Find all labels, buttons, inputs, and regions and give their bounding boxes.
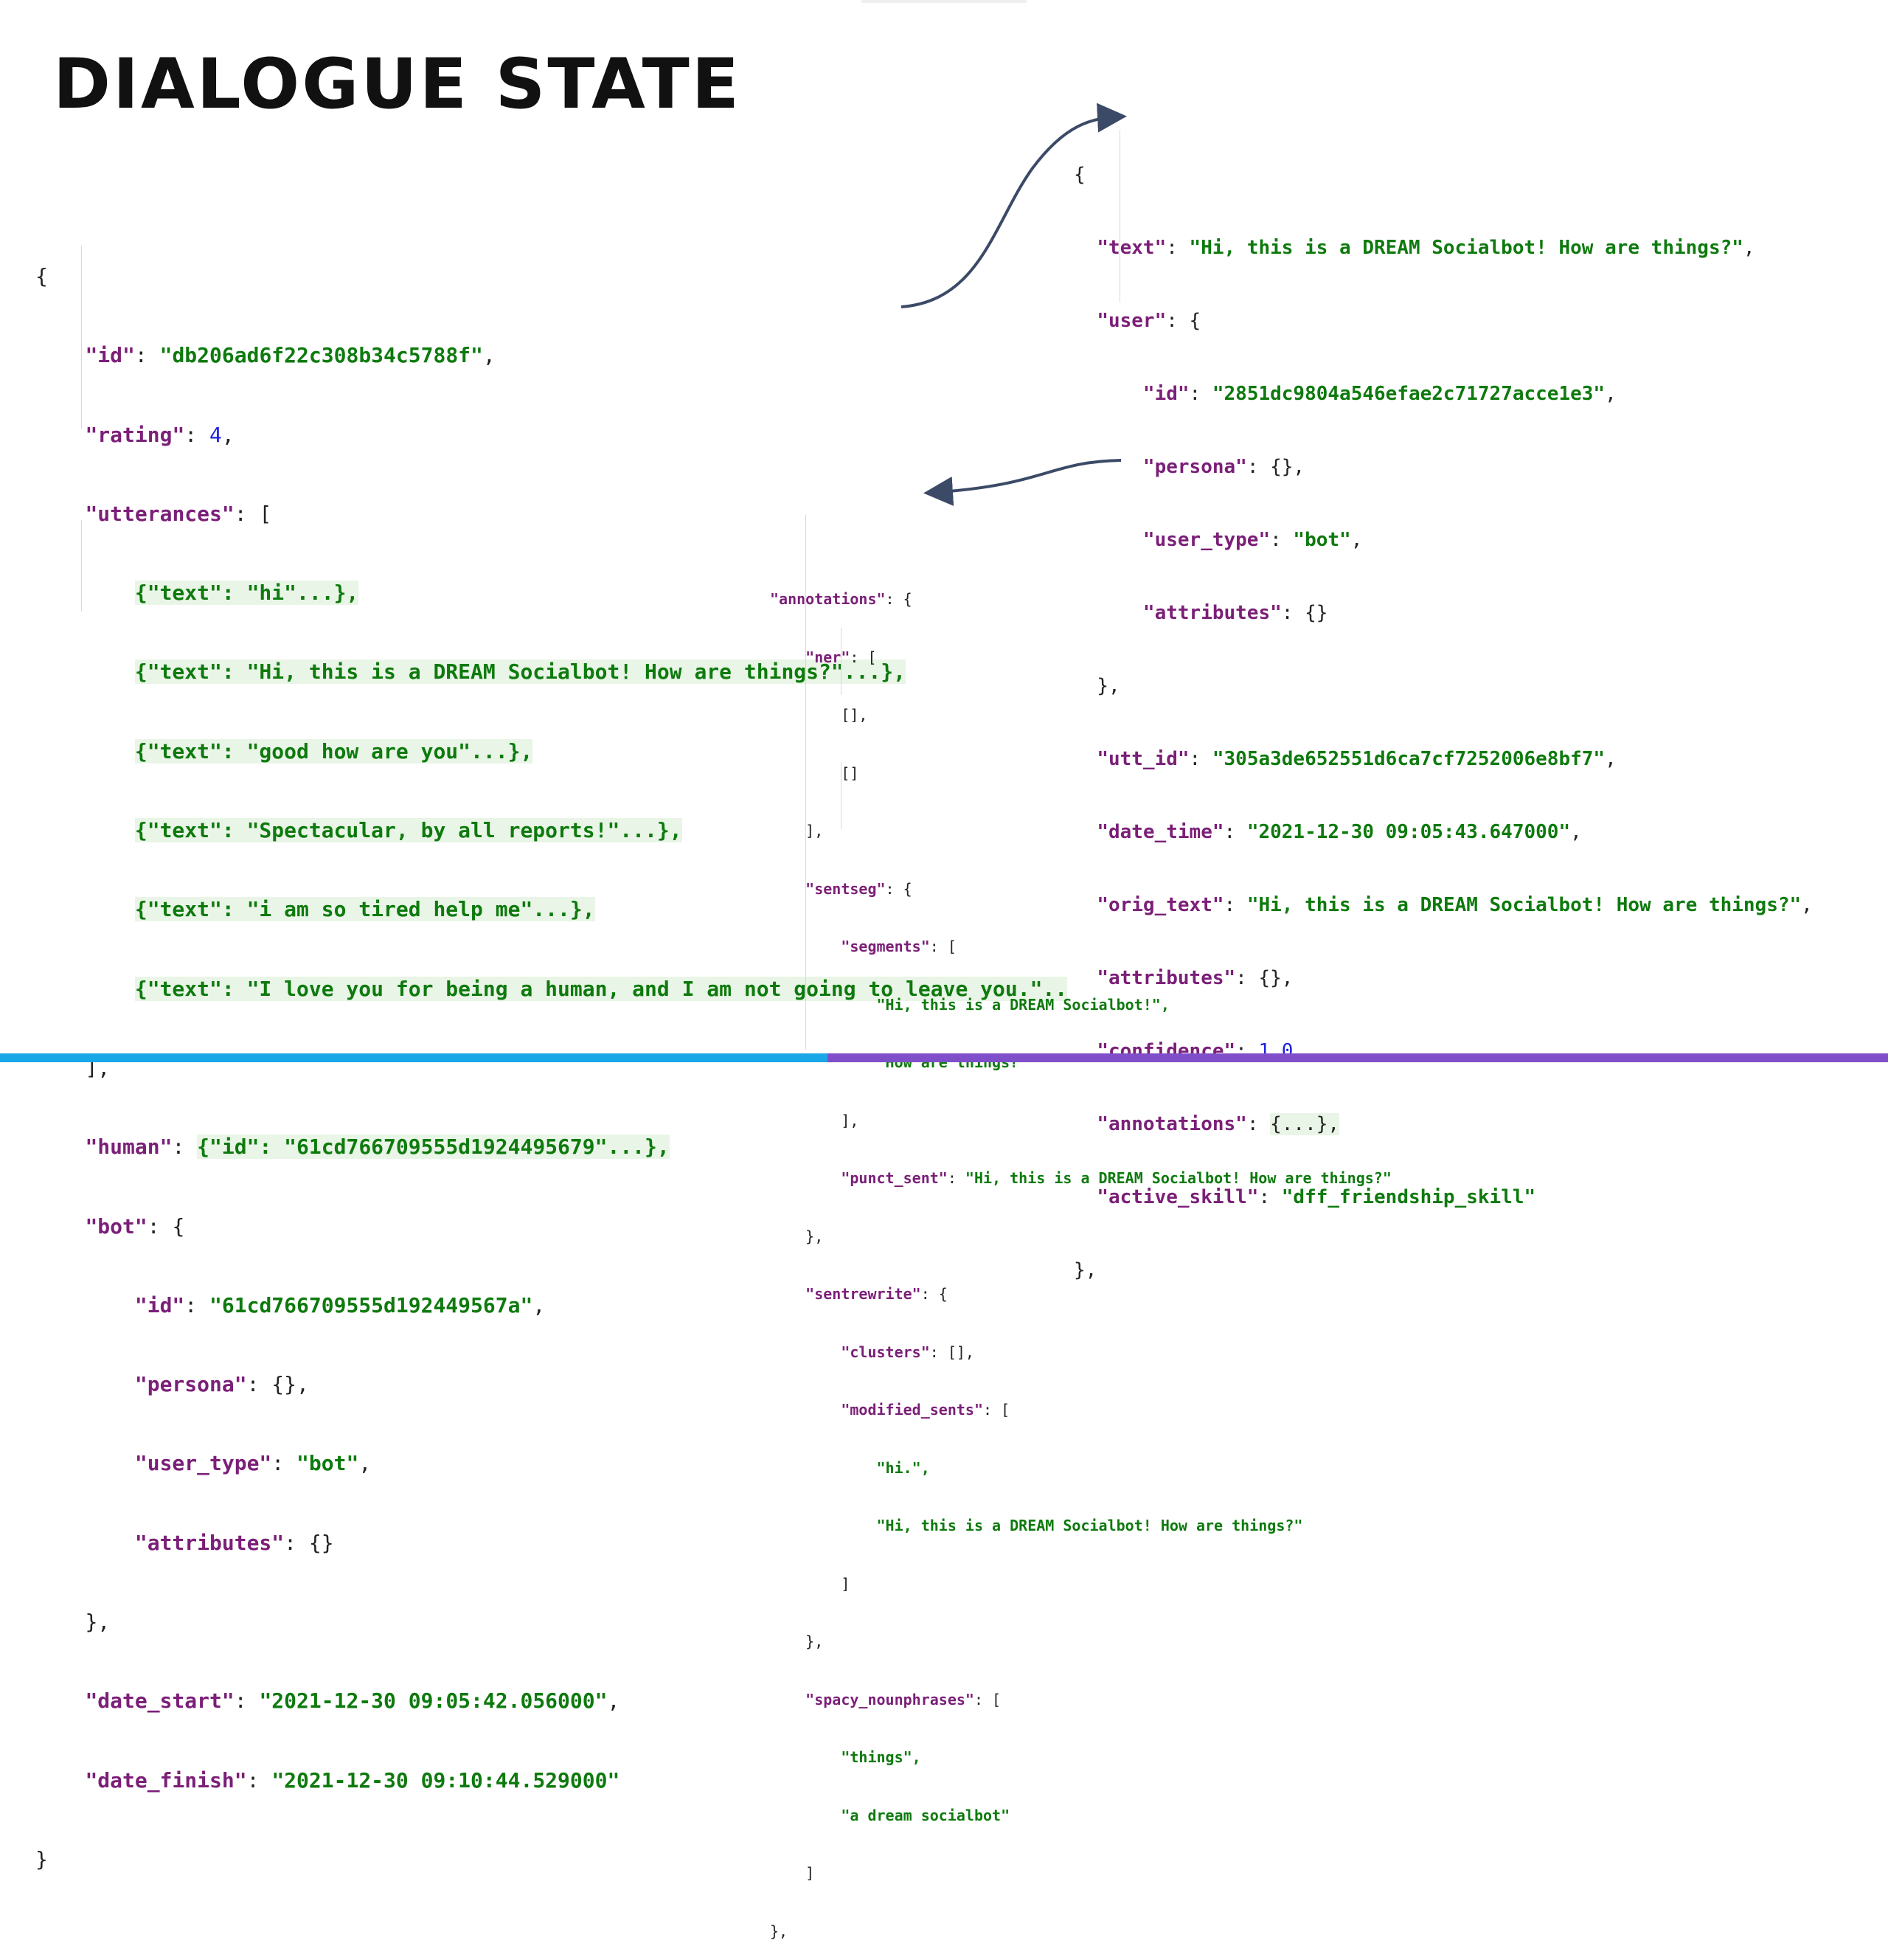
value-user-persona: {},	[1270, 456, 1305, 478]
key-date-time: "date_time"	[1097, 821, 1224, 843]
key-utt-id: "utt_id"	[1097, 748, 1190, 770]
value-date-time: "2021-12-30 09:05:43.647000"	[1246, 821, 1571, 843]
sentrewrite-close: },	[805, 1632, 824, 1650]
key-clusters: "clusters"	[841, 1343, 930, 1361]
value-human: {"id": "61cd766709555d1924495679"...},	[197, 1135, 670, 1160]
key-bot: "bot"	[85, 1213, 148, 1239]
key-id: "id"	[85, 343, 135, 368]
footer-bar-right	[827, 1053, 1888, 1062]
key-orig-text: "orig_text"	[1097, 894, 1224, 916]
nounphrase-item: "things",	[841, 1748, 921, 1766]
arrow-utterance-to-detail	[900, 103, 1127, 308]
modified-sent-item: "Hi, this is a DREAM Socialbot! How are …	[876, 1517, 1303, 1534]
key-bot-user-type: "user_type"	[134, 1451, 272, 1476]
value-rating: 4	[209, 422, 222, 447]
segment-item: "Hi, this is a DREAM Socialbot!",	[876, 995, 1170, 1014]
key-user-persona: "persona"	[1142, 456, 1247, 478]
value-user-type: "bot"	[1293, 529, 1351, 551]
value-user-id: "2851dc9804a546efae2c71727acce1e3"	[1212, 383, 1606, 405]
arrow-annotations-expand	[923, 459, 1122, 506]
indent-guide	[805, 515, 806, 1050]
key-sentseg: "sentseg"	[805, 879, 886, 898]
value-date-start: "2021-12-30 09:05:42.056000"	[259, 1689, 608, 1714]
value-orig-text: "Hi, this is a DREAM Socialbot! How are …	[1246, 894, 1802, 916]
key-date-finish: "date_finish"	[85, 1767, 247, 1793]
nounphrase-item: "a dream socialbot"	[841, 1806, 1010, 1824]
key-user-id: "id"	[1142, 383, 1190, 405]
utterance-item: {"text": "Spectacular, by all reports!".…	[134, 818, 682, 843]
value-user-attributes: {}	[1305, 602, 1328, 624]
segments-close: ],	[841, 1111, 859, 1129]
key-segments: "segments"	[841, 938, 930, 955]
ner-item: []	[841, 763, 859, 782]
key-bot-persona: "persona"	[134, 1372, 247, 1397]
slide-title: DIALOGUE STATE	[53, 44, 741, 125]
value-bot-id: "61cd766709555d192449567a"	[209, 1292, 533, 1317]
spacy-close: ]	[805, 1864, 815, 1882]
value-attributes: {},	[1258, 967, 1294, 989]
key-bot-attributes: "attributes"	[134, 1530, 285, 1555]
key-user: "user"	[1097, 310, 1167, 332]
utterance-item: {"text": "i am so tired help me"...},	[134, 897, 595, 922]
key-utterances: "utterances"	[85, 501, 235, 526]
indent-guide	[81, 246, 82, 429]
indent-guide	[81, 520, 82, 612]
utterance-item: {"text": "hi"...},	[134, 581, 359, 606]
brace-open: {	[35, 264, 48, 288]
key-rating: "rating"	[85, 422, 185, 447]
value-clusters: [],	[947, 1343, 974, 1361]
value-utt-id: "305a3de652551d6ca7cf7252006e8bf7"	[1212, 748, 1606, 770]
brace-close: }	[35, 1846, 48, 1871]
footer-bar-left	[0, 1053, 827, 1062]
bot-close: },	[85, 1610, 111, 1635]
value-bot-attributes: {}	[308, 1530, 334, 1555]
key-date-start: "date_start"	[85, 1689, 235, 1714]
connector-arrows	[900, 103, 1127, 506]
key-modified-sents: "modified_sents"	[841, 1401, 983, 1419]
sentseg-close: },	[805, 1227, 824, 1245]
modified-sent-item: "hi.",	[876, 1458, 930, 1477]
user-close: },	[1097, 675, 1120, 697]
annotations-close: },	[770, 1922, 788, 1940]
value-punct-sent: "Hi, this is a DREAM Socialbot! How are …	[965, 1169, 1392, 1187]
utterance-item: {"text": "good how are you"...},	[134, 738, 533, 763]
modified-sents-close: ]	[841, 1574, 850, 1593]
key-ner: "ner"	[805, 648, 850, 666]
utterance-item: {"text": "I love you for being a human, …	[134, 976, 1068, 1001]
key-user-type: "user_type"	[1142, 529, 1271, 551]
value-bot-persona: {},	[271, 1372, 309, 1397]
value-date-finish: "2021-12-30 09:10:44.529000"	[271, 1767, 620, 1793]
value-id: "db206ad6f22c308b34c5788f"	[159, 343, 483, 368]
utterance-item-bot-greeting: {"text": "Hi, this is a DREAM Socialbot!…	[134, 659, 906, 685]
key-user-attributes: "attributes"	[1142, 602, 1282, 624]
key-attributes: "attributes"	[1097, 967, 1236, 989]
key-punct-sent: "punct_sent"	[841, 1169, 948, 1187]
key-text: "text"	[1097, 237, 1167, 259]
ner-item: [],	[841, 706, 868, 724]
ner-close: ],	[805, 822, 824, 839]
key-sentrewrite: "sentrewrite"	[805, 1285, 921, 1303]
value-bot-user-type: "bot"	[296, 1451, 359, 1476]
key-bot-id: "id"	[134, 1292, 185, 1317]
top-edge-mark	[861, 0, 1027, 3]
key-human: "human"	[85, 1135, 173, 1160]
brace-open: {	[1074, 164, 1086, 186]
value-text: "Hi, this is a DREAM Socialbot! How are …	[1189, 237, 1743, 259]
key-spacy-nounphrases: "spacy_nounphrases"	[805, 1690, 974, 1708]
key-annotations: "annotations"	[770, 590, 886, 608]
